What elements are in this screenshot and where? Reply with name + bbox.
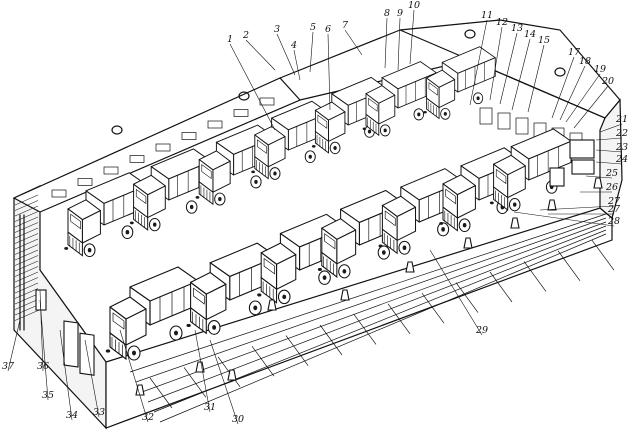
floor-joints bbox=[129, 213, 615, 423]
wheel-chock-6 bbox=[463, 237, 473, 249]
callout-label-5: 5 bbox=[310, 22, 316, 33]
callout-label-3: 3 bbox=[274, 24, 280, 35]
wall-hatching bbox=[14, 194, 39, 321]
callout-label-13: 13 bbox=[511, 23, 523, 34]
truck-back-4 bbox=[251, 100, 330, 180]
truck-rows bbox=[64, 46, 572, 361]
callout-label-8: 8 bbox=[384, 8, 390, 19]
truck-front-1 bbox=[105, 266, 199, 361]
callout-label-24: 24 bbox=[615, 154, 628, 165]
callout-label-20: 20 bbox=[601, 76, 614, 87]
wheel-chock-5 bbox=[405, 261, 415, 273]
rear-wall-top bbox=[279, 29, 401, 79]
callout-label-27: 27 bbox=[607, 196, 621, 207]
fire-panel-35 bbox=[35, 289, 47, 311]
callout-label-29: 29 bbox=[475, 325, 488, 336]
callout-label-25: 25 bbox=[605, 168, 618, 179]
truck-back-1 bbox=[64, 172, 148, 257]
truck-back-2 bbox=[129, 148, 212, 232]
callout-label-9: 9 bbox=[397, 8, 403, 19]
callout-label-34: 34 bbox=[66, 410, 78, 421]
callout-label-36: 36 bbox=[37, 361, 49, 372]
right-end-wall bbox=[599, 98, 623, 220]
wheel-chock-1 bbox=[135, 384, 145, 396]
left-equipment bbox=[19, 214, 95, 376]
wheel-chock-9 bbox=[593, 177, 603, 189]
callout-label-15: 15 bbox=[538, 35, 550, 46]
callout-label-11: 11 bbox=[481, 10, 493, 21]
wheel-chock-2 bbox=[195, 361, 205, 373]
callout-label-26: 26 bbox=[605, 182, 618, 193]
callout-label-30: 30 bbox=[232, 414, 244, 425]
truck-front-7 bbox=[489, 128, 572, 212]
callout-label-32: 32 bbox=[142, 412, 154, 423]
callout-label-4: 4 bbox=[290, 40, 297, 51]
callout-label-2: 2 bbox=[242, 30, 249, 41]
callout-label-19: 19 bbox=[594, 64, 606, 75]
callout-label-31: 31 bbox=[204, 402, 216, 413]
callout-label-21: 21 bbox=[615, 114, 628, 125]
callout-label-12: 12 bbox=[496, 17, 508, 28]
callout-label-7: 7 bbox=[342, 20, 349, 31]
callout-label-35: 35 bbox=[42, 390, 54, 401]
right-equipment bbox=[549, 139, 595, 187]
cabinet-33 bbox=[63, 320, 79, 368]
callout-label-6: 6 bbox=[325, 24, 331, 35]
roof-vents bbox=[111, 29, 566, 135]
callout-label-1: 1 bbox=[227, 34, 233, 45]
callout-label-10: 10 bbox=[408, 0, 420, 11]
wheel-chock-3 bbox=[267, 299, 277, 311]
wheel-chock-8 bbox=[547, 199, 557, 211]
cabinet-21 bbox=[569, 139, 595, 159]
callout-label-28: 28 bbox=[607, 216, 620, 227]
cabinet-23 bbox=[571, 159, 595, 175]
wheel-chock-4 bbox=[340, 289, 350, 301]
truck-back-6 bbox=[362, 61, 437, 137]
cabinet-25 bbox=[549, 167, 565, 187]
wheel-chock-10 bbox=[227, 369, 237, 381]
truck-back-7 bbox=[423, 46, 496, 120]
callout-label-33: 33 bbox=[93, 407, 105, 418]
callout-label-17: 17 bbox=[568, 47, 581, 58]
callout-label-22: 22 bbox=[615, 128, 628, 139]
callout-label-23: 23 bbox=[615, 142, 628, 153]
cabinet-34 bbox=[79, 332, 95, 376]
callout-label-18: 18 bbox=[579, 56, 591, 67]
callout-label-37: 37 bbox=[2, 361, 15, 372]
wheel-chock-7 bbox=[510, 217, 520, 229]
callout-label-27: 27 bbox=[607, 204, 621, 215]
callout-label-14: 14 bbox=[524, 29, 536, 40]
truck-front-2 bbox=[186, 242, 278, 335]
